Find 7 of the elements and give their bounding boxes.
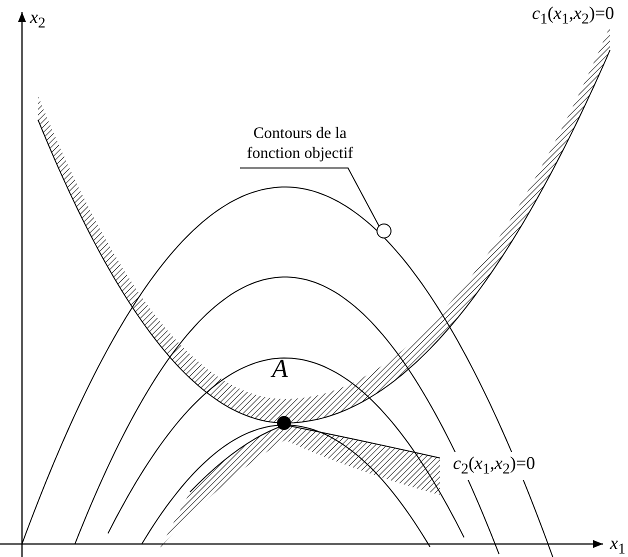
leader-line (240, 168, 380, 226)
point-label: A (272, 356, 288, 382)
equation-label: c$_{1}$(x$_{1}$,x$_{2}$)=0 (532, 4, 614, 28)
marker-circle (376, 224, 392, 238)
axis-label: x$_{2}$ (30, 8, 46, 32)
axis-label: x$_{1}$ (610, 534, 626, 557)
callout-text: Contours de la fonction objectif (240, 124, 360, 164)
